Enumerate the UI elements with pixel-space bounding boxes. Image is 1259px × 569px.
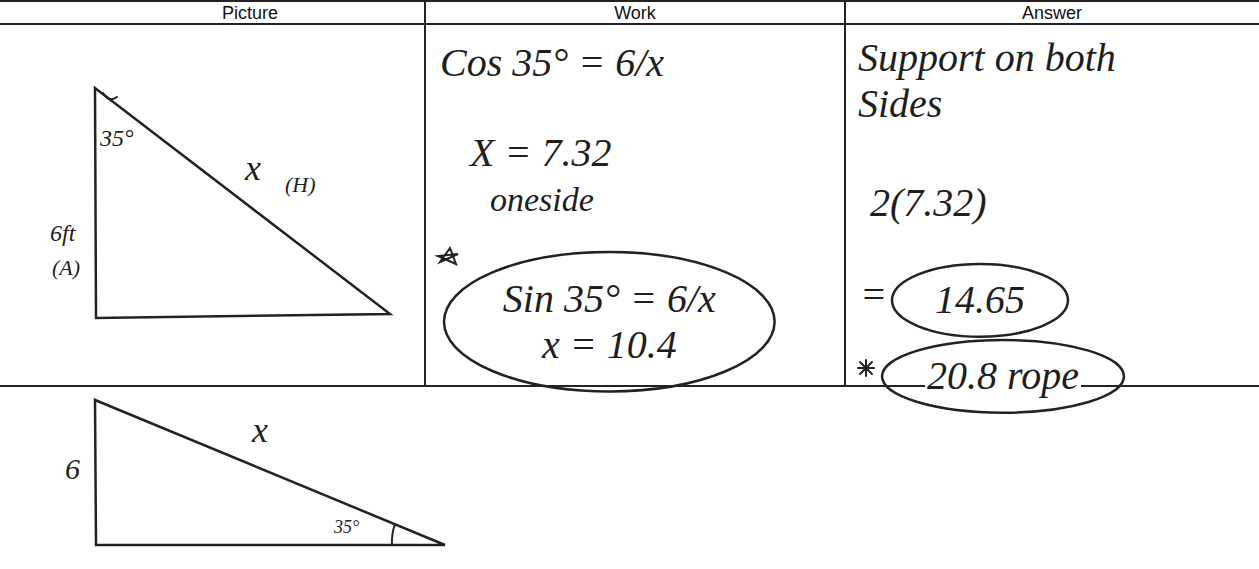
circled-answer: 14.65 — [890, 262, 1070, 339]
circled-text: Sin 35° = 6/x — [501, 276, 718, 322]
ellipse-outline — [882, 340, 1124, 413]
equation: X = 7.32 — [470, 130, 611, 176]
right-triangle — [95, 88, 390, 318]
angle-mark — [103, 93, 117, 99]
angle-label: 35° — [100, 125, 134, 153]
side-label: x — [252, 410, 268, 451]
circled-answer: 20.8 rope — [880, 338, 1126, 415]
table-border — [844, 0, 846, 386]
circled-text: 20.8 rope — [925, 353, 1081, 399]
circled-text: 14.65 — [933, 277, 1027, 323]
answer-note: Support on both Sides — [858, 35, 1188, 127]
circled-answer: Sin 35° = 6/xx = 10.4 — [442, 250, 777, 393]
table-border — [0, 0, 1259, 2]
equation: = — [860, 272, 887, 318]
table-border — [424, 0, 426, 386]
side-label: (H) — [285, 172, 316, 197]
side-label: x — [245, 148, 261, 189]
ellipse-outline — [444, 252, 775, 391]
side-label: 6 — [65, 452, 80, 487]
ellipse-outline — [892, 264, 1068, 337]
side-label: (A) — [52, 255, 80, 280]
column-header: Answer — [1022, 3, 1082, 24]
angle-arc — [392, 524, 395, 545]
circled-text: x = 10.4 — [540, 322, 679, 368]
side-label: 6ft — [50, 220, 75, 248]
angle-label: 35° — [334, 517, 359, 538]
star-mark — [438, 248, 458, 264]
right-triangle — [95, 400, 445, 545]
column-header: Picture — [222, 3, 278, 24]
equation: Cos 35° = 6/x — [440, 40, 664, 86]
star-mark — [858, 360, 874, 376]
work-note: oneside — [490, 180, 594, 219]
equation: 2(7.32) — [870, 180, 987, 226]
column-header: Work — [614, 3, 656, 24]
table-border — [0, 23, 1259, 25]
